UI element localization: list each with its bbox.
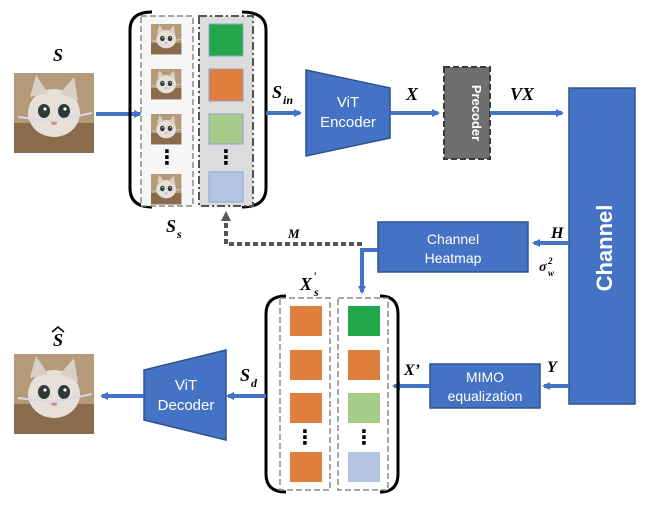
input-image [13,72,95,154]
channel-label: Channel [592,205,617,292]
channel-heatmap-label-line1: Channel [427,231,479,247]
label-x-s: X s ' [299,269,319,299]
channel-heatmap-block [377,221,529,273]
xs-patch-blue-light [348,452,380,482]
xs-patch-orange-3 [290,393,322,423]
patch-green-dark [208,23,244,57]
label-sigma-w2: σ w 2 [539,256,555,278]
label-x: X [405,84,419,104]
label-vx: VX [510,84,535,104]
vit-decoder-block [143,349,227,441]
xs-patch-orange-2 [290,350,322,380]
vit-decoder-label-line2: Decoder [158,397,215,414]
patch-image-3 [150,113,182,145]
vit-encoder-label-line1: ViT [337,94,359,111]
ellipsis-top-right: ⋮ [216,145,236,169]
mimo-label-line1: MIMO [466,369,504,385]
label-y: Y [547,359,558,376]
xs-patch-orange-1 [290,306,322,336]
svg-text:S: S [272,82,282,102]
patch-image-4 [150,173,182,205]
xs-patch-green-dark [348,306,380,336]
svg-text:in: in [283,93,293,107]
label-s-in: S in [272,82,293,107]
channel-block [568,87,636,405]
svg-text:σ: σ [539,260,547,275]
svg-text:s: s [176,227,182,241]
svg-text:S: S [240,365,250,385]
xs-patch-orange-4 [290,452,322,482]
label-s-s: S s [166,216,182,241]
patch-blue-light [208,171,244,203]
bracket-right-ss [241,10,268,209]
svg-text:S: S [53,330,63,350]
label-h: H [550,225,564,242]
svg-text:d: d [251,376,258,390]
svg-text:X: X [299,274,313,294]
bracket-right-xs [379,294,400,494]
label-m: M [287,226,300,241]
vit-encoder-block [305,69,391,157]
patch-image-1 [150,23,182,55]
svg-text:w: w [548,268,555,278]
vit-encoder-label-line2: Encoder [320,114,376,131]
patch-orange [208,68,244,102]
arrow-heatmap-to-xs [358,248,378,294]
svg-text:s: s [313,285,319,299]
precoder-block [443,66,491,160]
precoder-label: Precoder [469,85,484,141]
ellipsis-top-left: ⋮ [157,145,177,169]
xs-patch-orange-right [348,350,380,380]
label-x-prime: X’ [403,362,420,379]
mimo-equalization-block [429,363,541,409]
vit-decoder-label-line1: ViT [175,377,197,394]
label-s-d: S d [240,365,258,390]
label-s: S [53,45,63,65]
bracket-left-ss [128,10,153,209]
svg-text:2: 2 [547,256,553,266]
xs-patch-green-light [348,393,380,423]
ellipsis-bottom-left: ⋮ [295,425,315,449]
svg-text:S: S [166,216,176,236]
mimo-label-line2: equalization [448,388,523,404]
output-image [13,353,95,435]
label-s-hat: S [51,326,65,350]
patch-image-2 [150,68,182,100]
svg-text:': ' [313,269,317,283]
patch-green-light [208,113,244,145]
dashed-m-feedback [221,211,362,246]
ellipsis-bottom-right: ⋮ [354,425,374,449]
channel-heatmap-label-line2: Heatmap [425,250,482,266]
